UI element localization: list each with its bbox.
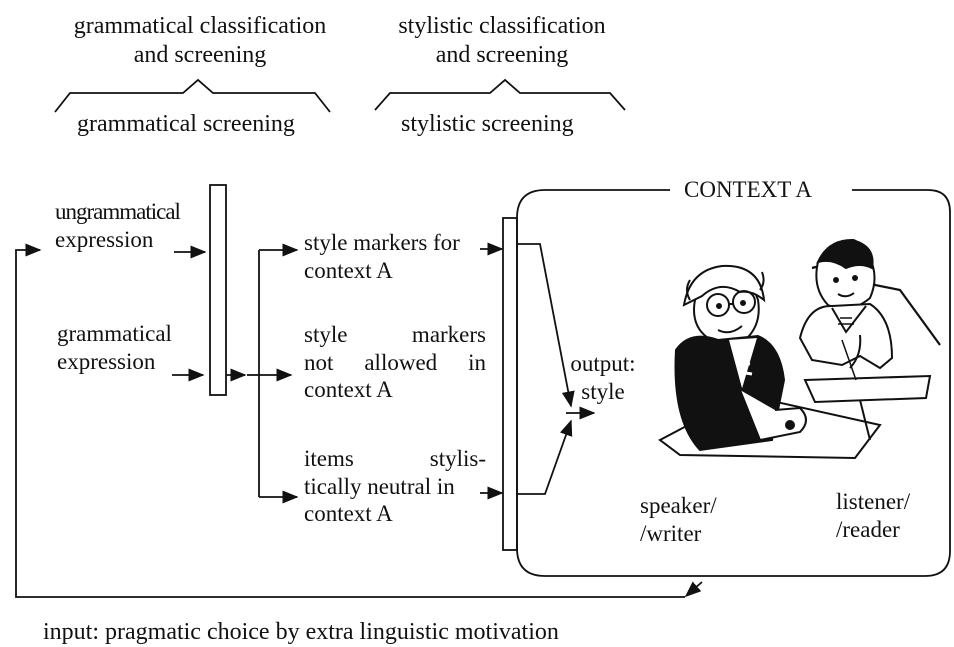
speaker-listener-illustration xyxy=(658,238,941,460)
context-title: CONTEXT A xyxy=(684,177,812,202)
stylistic-screen xyxy=(502,217,518,551)
feedback-start-arrow xyxy=(684,581,703,598)
grammatical-screening-label: grammatical screening xyxy=(77,111,295,137)
grammatical-classification-label: grammatical classification and screening xyxy=(73,13,327,68)
stylistic-classification-label: stylistic classification and screening xyxy=(398,13,606,68)
context-box xyxy=(516,189,951,577)
style-markers-for-context-a: style markers for context A xyxy=(304,230,460,283)
style-markers-not-allowed: style markers not allowed in context A xyxy=(304,322,486,403)
stylistic-screening-label: stylistic screening xyxy=(401,111,574,137)
items-stylistically-neutral: items stylis- tically neutral in context… xyxy=(304,446,486,527)
input-pragmatic-choice-label: input: pragmatic choice by extra linguis… xyxy=(43,619,559,645)
listener-reader-label: listener/ /reader xyxy=(836,489,911,542)
grammatical-screen xyxy=(209,184,227,396)
speaker-writer-label: speaker/ /writer xyxy=(640,493,717,546)
grammatical-expression-label: grammatical expression xyxy=(57,321,172,374)
grammatical-brace xyxy=(54,78,331,113)
markers-to-output-arrow xyxy=(517,243,575,408)
output-style-label: output: style xyxy=(570,351,636,404)
ungrammatical-expression-label: ungrammatical expression xyxy=(55,199,181,252)
neutral-to-output-arrow xyxy=(517,419,573,495)
stylistic-brace xyxy=(374,78,626,111)
feedback-loop xyxy=(15,243,685,598)
